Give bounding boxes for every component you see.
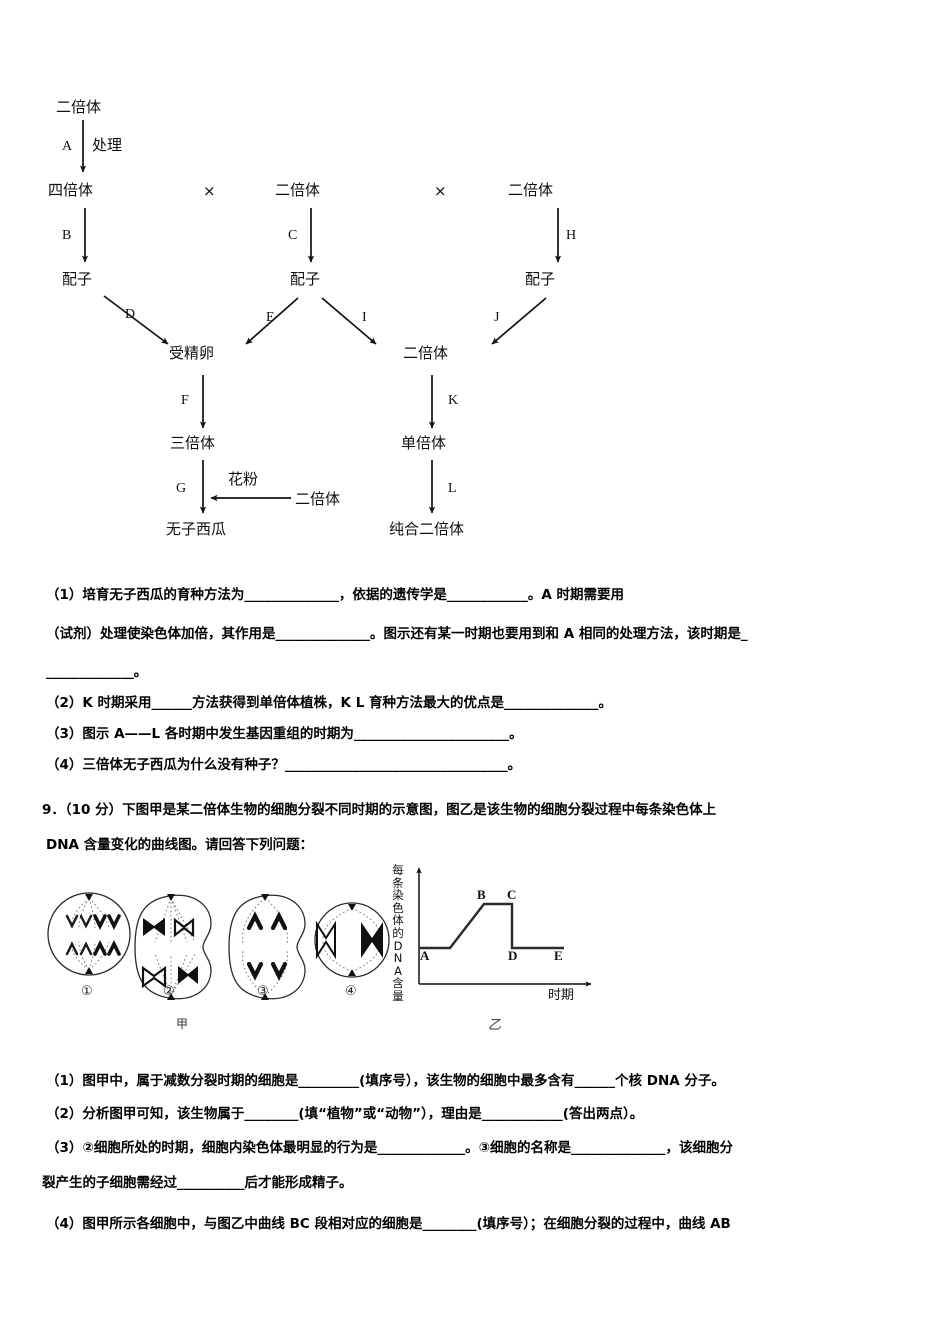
- chart-x-axis-label: 时期: [548, 988, 575, 1003]
- cell4-chromosomes: [316, 920, 383, 960]
- cell-label-3: ③: [257, 984, 269, 999]
- cell-label-2: ②: [163, 984, 175, 999]
- q8-item1-line3: _____________。: [46, 664, 148, 680]
- flow-node-seedless-watermelon: 无子西瓜: [166, 520, 227, 538]
- flow-annotation-pollen: 花粉: [228, 470, 259, 488]
- flow-node-gamete-mid: 配子: [290, 270, 321, 288]
- chart-y-axis-label: 每条染色体的DNA含量: [392, 863, 404, 1003]
- flow-step-b: B: [62, 228, 72, 243]
- flow-arrows: [79, 120, 562, 514]
- q9-stem-line2: DNA 含量变化的曲线图。请回答下列问题：: [46, 837, 314, 853]
- flow-node-diploid-right: 二倍体: [508, 181, 554, 199]
- flow-node-tetraploid: 四倍体: [48, 181, 94, 199]
- flow-step-g: G: [176, 481, 187, 496]
- flow-node-triploid: 三倍体: [170, 434, 216, 452]
- flow-step-k: K: [448, 393, 459, 408]
- cell1-chromosomes: [65, 914, 121, 956]
- chart-svg: [416, 867, 592, 987]
- flow-node-pure-diploid: 纯合二倍体: [389, 520, 465, 538]
- chart-point-label-a: A: [420, 948, 430, 963]
- figure-jia-caption: 甲: [176, 1017, 189, 1031]
- flow-step-e: E: [266, 310, 275, 325]
- cross-symbol-2: ×: [434, 182, 447, 200]
- flow-step-f: F: [181, 393, 189, 408]
- q9-stem-line1: 9．（10 分）下图甲是某二倍体生物的细胞分裂不同时期的示意图，图乙是该生物的细…: [42, 802, 717, 818]
- flow-node-zygote: 受精卵: [169, 344, 215, 362]
- q9-item1: （1）图甲中，属于减数分裂时期的细胞是_________(填序号），该生物的细胞…: [46, 1073, 725, 1089]
- cell2-chromosomes: [141, 917, 198, 989]
- chart-point-label-d: D: [508, 948, 518, 963]
- flow-node-gamete-right: 配子: [525, 270, 556, 288]
- cell-label-1: ①: [81, 984, 93, 999]
- chart-point-label-c: C: [507, 887, 517, 902]
- q9-item3-line1: （3）②细胞所处的时期，细胞内染色体最明显的行为是_____________。③…: [46, 1140, 734, 1156]
- flow-node-diploid-mid: 二倍体: [275, 181, 321, 199]
- flow-annotation-treatment: 处理: [92, 136, 123, 154]
- figure-jia-cell-diagrams: ① ② ③ ④ 甲: [45, 872, 390, 1042]
- figure-yi-dna-chart: 每条染色体的DNA含量 A B C D E 时期 乙: [388, 862, 620, 1042]
- flow-step-j: J: [494, 310, 500, 325]
- figure-yi-caption: 乙: [488, 1017, 502, 1032]
- breeding-flow-diagram: 二倍体 A 处理 四倍体 × 二倍体 × 二倍体 B C H 配子 配子 配子 …: [0, 0, 950, 570]
- flow-node-gamete-left: 配子: [62, 270, 93, 288]
- cross-symbol-1: ×: [203, 182, 216, 200]
- flow-step-c: C: [288, 228, 298, 243]
- flow-step-l: L: [448, 481, 457, 496]
- jia-svg: [47, 892, 390, 1000]
- flow-node-diploid-top: 二倍体: [56, 98, 102, 116]
- chart-point-label-b: B: [477, 887, 486, 902]
- q8-item1-line2: （试剂）处理使染色体加倍，其作用是______________。图示还有某一时期…: [46, 626, 748, 642]
- q9-item2: （2）分析图甲可知，该生物属于________(填“植物”或“动物”），理由是_…: [46, 1106, 644, 1122]
- cell3-chromosomes: [246, 911, 288, 981]
- chart-point-label-e: E: [554, 948, 563, 963]
- flow-node-pollen-source: 二倍体: [295, 490, 341, 508]
- flow-step-d: D: [125, 307, 136, 322]
- chart-curve: [419, 902, 564, 950]
- cell-label-4: ④: [345, 984, 357, 999]
- q9-item3-line2: 裂产生的子细胞需经过__________后才能形成精子。: [42, 1175, 353, 1191]
- flow-step-i: I: [362, 310, 367, 325]
- flow-node-diploid-lower-right: 二倍体: [403, 344, 449, 362]
- q8-item2: （2）K 时期采用______方法获得到单倍体植株，K L 育种方法最大的优点是…: [46, 695, 613, 711]
- q8-item4: （4）三倍体无子西瓜为什么没有种子？______________________…: [46, 757, 522, 773]
- flow-step-a: A: [62, 139, 73, 154]
- flow-step-h: H: [566, 228, 577, 243]
- q8-item3: （3）图示 A——L 各时期中发生基因重组的时期为_______________…: [46, 726, 523, 742]
- q9-item4: （4）图甲所示各细胞中，与图乙中曲线 BC 段相对应的细胞是________(填…: [46, 1216, 731, 1232]
- q8-item1-line1: （1）培育无子西瓜的育种方法为______________，依据的遗传学是___…: [46, 587, 625, 603]
- flow-node-haploid: 单倍体: [401, 434, 447, 452]
